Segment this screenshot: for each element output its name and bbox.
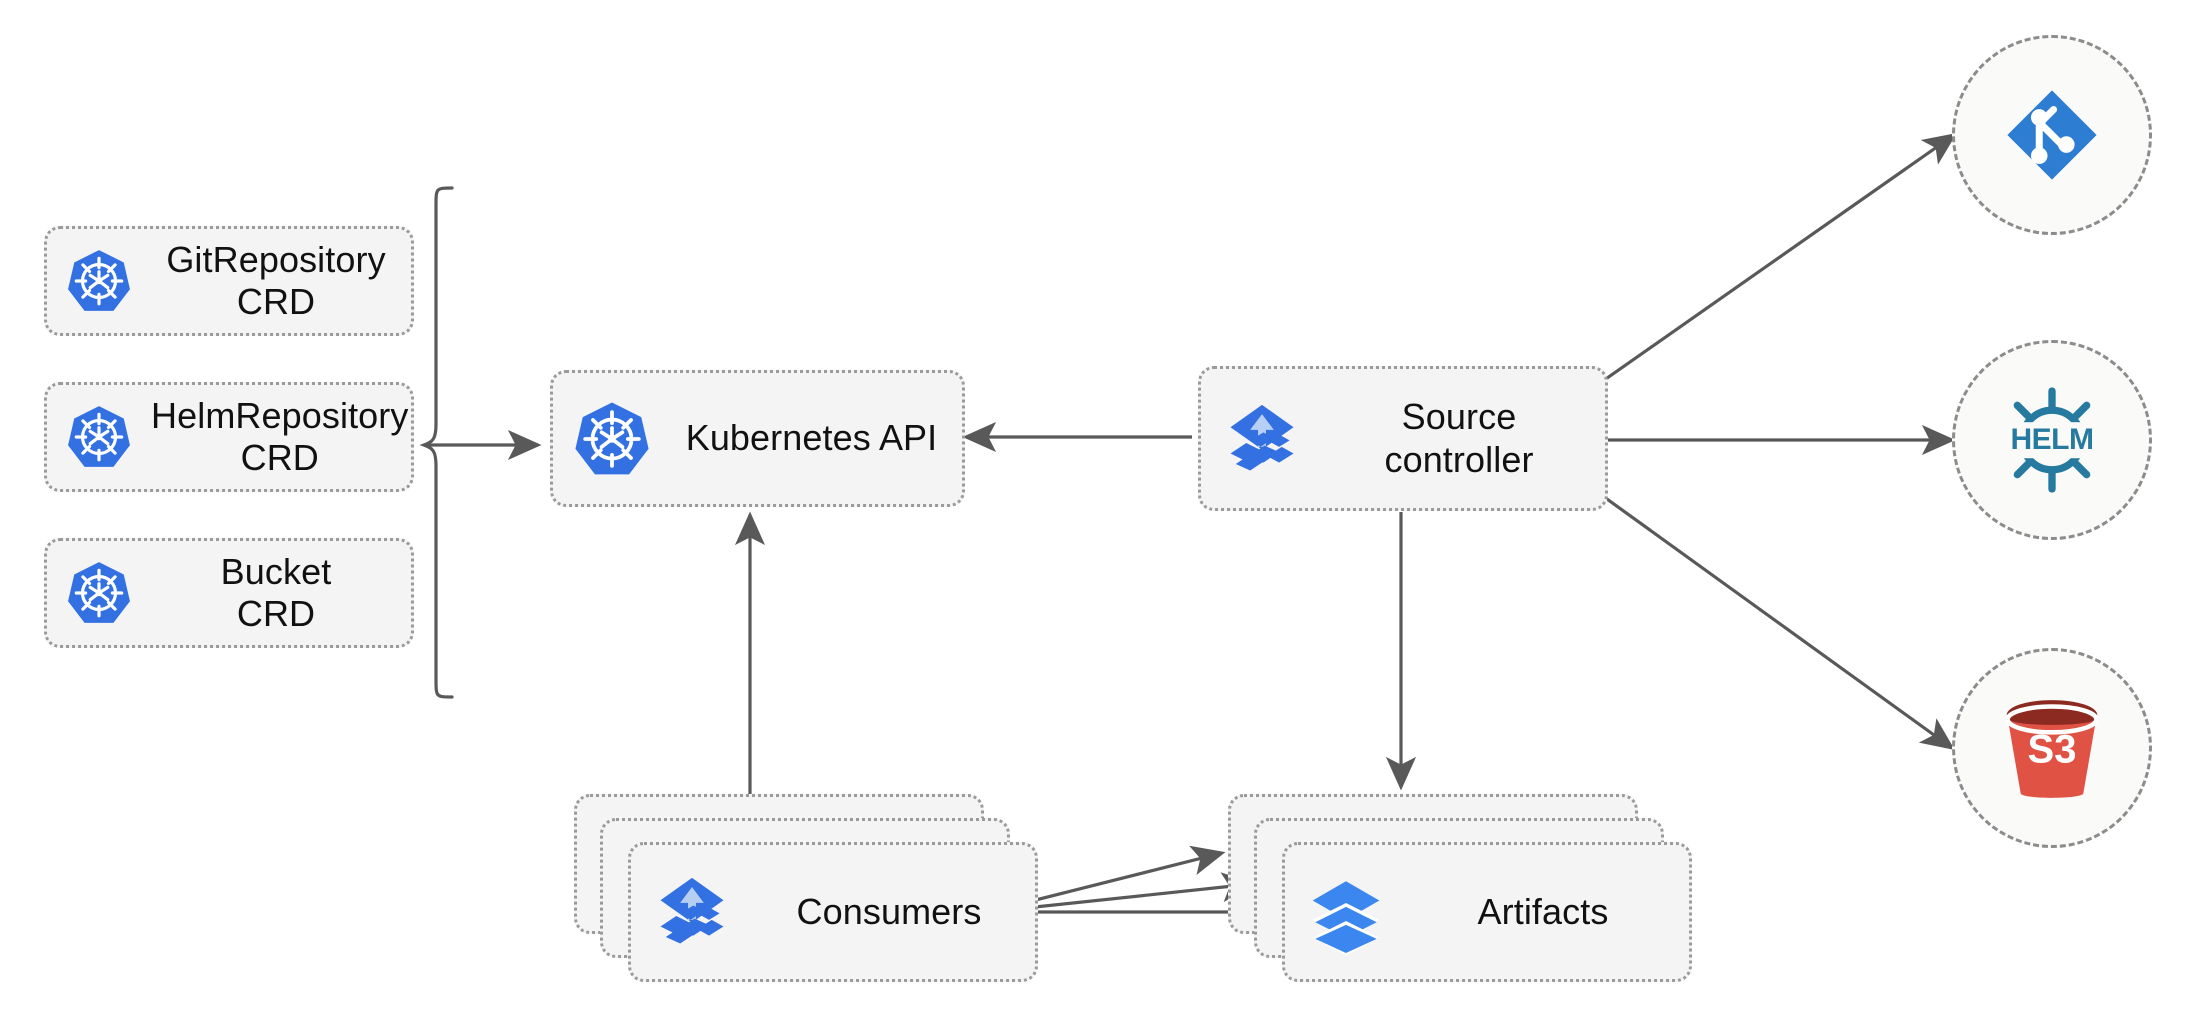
consumers-label: Consumers — [796, 890, 982, 932]
kubernetes-icon — [47, 560, 151, 626]
git-icon — [2001, 84, 2103, 186]
s3-bucket-icon: S3 — [1996, 694, 2108, 802]
crd-node-bucket[interactable]: Bucket CRD — [44, 538, 414, 648]
helm-icon: HELM — [1984, 384, 2120, 496]
flux-icon — [1201, 397, 1323, 481]
provider-git[interactable] — [1952, 35, 2152, 235]
flux-icon — [631, 870, 753, 954]
provider-helm[interactable]: HELM — [1952, 340, 2152, 540]
edge-source-to-git — [1599, 132, 1957, 385]
edge-source-to-s3 — [1599, 492, 1955, 751]
artifacts-node[interactable]: Artifacts — [1282, 842, 1692, 982]
provider-s3[interactable]: S3 — [1952, 648, 2152, 848]
kubernetes-icon — [553, 400, 671, 478]
consumers-node[interactable]: Consumers — [628, 842, 1038, 982]
artifacts-label: Artifacts — [1477, 890, 1609, 932]
kubernetes-api-node[interactable]: Kubernetes API — [550, 370, 965, 507]
kubernetes-icon — [47, 404, 151, 470]
source-controller-node[interactable]: Source controller — [1198, 366, 1608, 511]
source-controller-label: Source controller — [1384, 396, 1534, 480]
crd-label: Bucket CRD — [220, 550, 332, 634]
crd-group-brace — [419, 186, 454, 699]
crd-node-gitrepository[interactable]: GitRepository CRD — [44, 226, 414, 336]
crd-label: GitRepository CRD — [166, 238, 386, 322]
helm-wordmark: HELM — [1984, 422, 2120, 458]
s3-wordmark: S3 — [2027, 727, 2077, 772]
layers-icon — [1285, 871, 1407, 956]
kubernetes-api-label: Kubernetes API — [685, 417, 938, 459]
crd-node-helmrepository[interactable]: HelmRepository CRD — [44, 382, 414, 492]
crd-label: HelmRepository CRD — [151, 394, 409, 478]
kubernetes-icon — [47, 248, 151, 314]
